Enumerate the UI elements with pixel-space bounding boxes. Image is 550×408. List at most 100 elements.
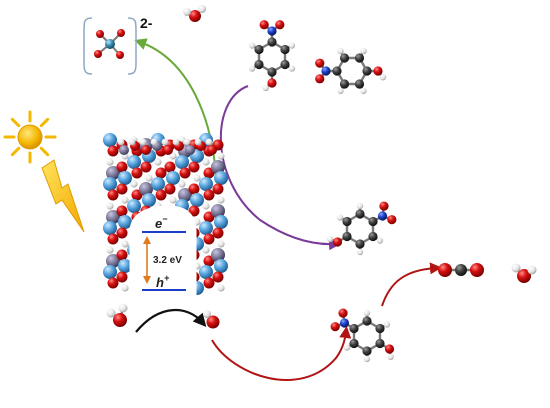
water-molecule <box>183 5 206 22</box>
oxygen-atom <box>338 308 348 318</box>
hydrogen-atom <box>360 47 367 55</box>
hydrogen-atom <box>121 196 129 204</box>
oxygen-atom <box>163 145 173 155</box>
arrow-red-to-intermediate <box>211 326 352 381</box>
oxygen-atom <box>94 50 102 58</box>
oxygen-atom <box>212 183 224 195</box>
arrow-black-water-to-oh <box>135 309 207 333</box>
carbon-atom <box>280 59 290 70</box>
arrow-red-to-co2 <box>381 262 442 307</box>
hydrogen-atom <box>262 84 269 92</box>
hydrogen-atom <box>363 355 371 363</box>
oxygen-atom <box>203 167 215 179</box>
oxygen-atom <box>275 20 285 30</box>
oxygen-atom <box>116 51 124 59</box>
zinc-atom <box>118 215 132 229</box>
sulfate-charge-label: 2- <box>140 15 153 31</box>
metal-atom <box>106 254 120 268</box>
oxygen-atom <box>107 277 119 289</box>
oxygen-atom <box>116 227 128 239</box>
zinc-atom <box>214 215 228 229</box>
sun-ray <box>39 146 50 157</box>
carbon-atom <box>267 37 277 47</box>
carbon-dioxide-molecule <box>438 263 484 277</box>
metal-atom <box>211 248 225 262</box>
nitrophenol-molecule <box>326 201 397 256</box>
electron-label: e− <box>155 214 168 231</box>
oxygen-atom <box>373 66 383 76</box>
oxygen-atom <box>203 255 215 267</box>
oxygen-atom <box>116 183 128 195</box>
metal-atom <box>106 210 120 224</box>
zinc-atom <box>127 155 141 169</box>
sun-icon <box>3 110 57 164</box>
oxygen-atom <box>141 145 151 155</box>
oxygen-atom <box>116 205 128 217</box>
hydroxyl-radical <box>203 310 220 329</box>
oxygen-atom <box>207 145 217 155</box>
hydrogen-atom <box>203 310 211 318</box>
hydrogen-atom <box>326 235 334 243</box>
metal-atom <box>119 145 129 155</box>
sulfate-bracket-right <box>127 17 137 75</box>
sulfate-bracket-left <box>83 17 93 75</box>
hydrogen-atom <box>337 47 344 55</box>
carbon-atom <box>349 338 359 349</box>
carbon-atom <box>254 59 264 70</box>
oxygen-atom <box>116 271 128 283</box>
carbon-atom <box>342 231 352 242</box>
oxygen-atom <box>117 29 125 37</box>
carbon-atom <box>362 66 372 76</box>
zinc-atom <box>118 259 132 273</box>
nitrophenol-molecule <box>248 20 296 92</box>
hydrogen-atom <box>154 158 162 166</box>
oxygen-atom <box>315 58 325 68</box>
zinc-atom <box>127 199 141 213</box>
hydrogen-atom <box>387 353 394 361</box>
metal-atom <box>211 204 225 218</box>
hole-charge: + <box>164 273 170 283</box>
hydrogen-atom <box>288 42 296 49</box>
sun-disc <box>17 124 43 150</box>
nitrogen-atom <box>267 26 277 36</box>
hydrogen-atom <box>106 246 114 254</box>
zinc-atom <box>199 265 213 279</box>
zinc-atom <box>190 193 204 207</box>
arrow-purple-to-nitrophenol <box>220 85 341 251</box>
hydrogen-atom <box>139 138 147 146</box>
oxygen-atom <box>107 145 119 157</box>
oxygen-atom <box>212 227 224 239</box>
metal-atom <box>185 145 195 155</box>
oxygen-atom <box>113 313 127 327</box>
carbon-atom <box>267 67 277 77</box>
hydrogen-atom <box>202 202 210 210</box>
zinc-atom <box>214 259 228 273</box>
electron-charge: − <box>162 214 168 224</box>
hydrogen-atom <box>183 8 191 16</box>
hydrogen-atom <box>198 5 206 13</box>
sun-ray <box>39 117 50 128</box>
hydrogen-atom <box>106 202 114 210</box>
metal-atom <box>106 166 120 180</box>
hydrogen-atom <box>383 321 391 328</box>
hydrogen-atom <box>145 174 153 182</box>
hydrogen-atom <box>128 138 136 146</box>
water-molecule <box>511 263 537 283</box>
oxygen-atom <box>131 189 143 201</box>
hydrogen-atom <box>343 344 351 351</box>
hydrogen-atom <box>356 248 364 256</box>
oxygen-atom <box>438 263 452 277</box>
hydrogen-atom <box>217 152 225 160</box>
sun-ray <box>10 117 21 128</box>
carbon-atom <box>254 44 264 55</box>
hydrogen-atom <box>337 87 344 95</box>
arrow-green-to-sulfate <box>134 38 217 177</box>
hydrogen-atom <box>379 74 387 81</box>
hydrogen-atom <box>202 246 210 254</box>
hydrogen-atom <box>288 65 296 72</box>
carbon-atom <box>368 231 378 242</box>
hydrogen-atom <box>130 180 138 188</box>
carbon-atom <box>368 216 378 227</box>
carbon-atom <box>354 53 365 63</box>
